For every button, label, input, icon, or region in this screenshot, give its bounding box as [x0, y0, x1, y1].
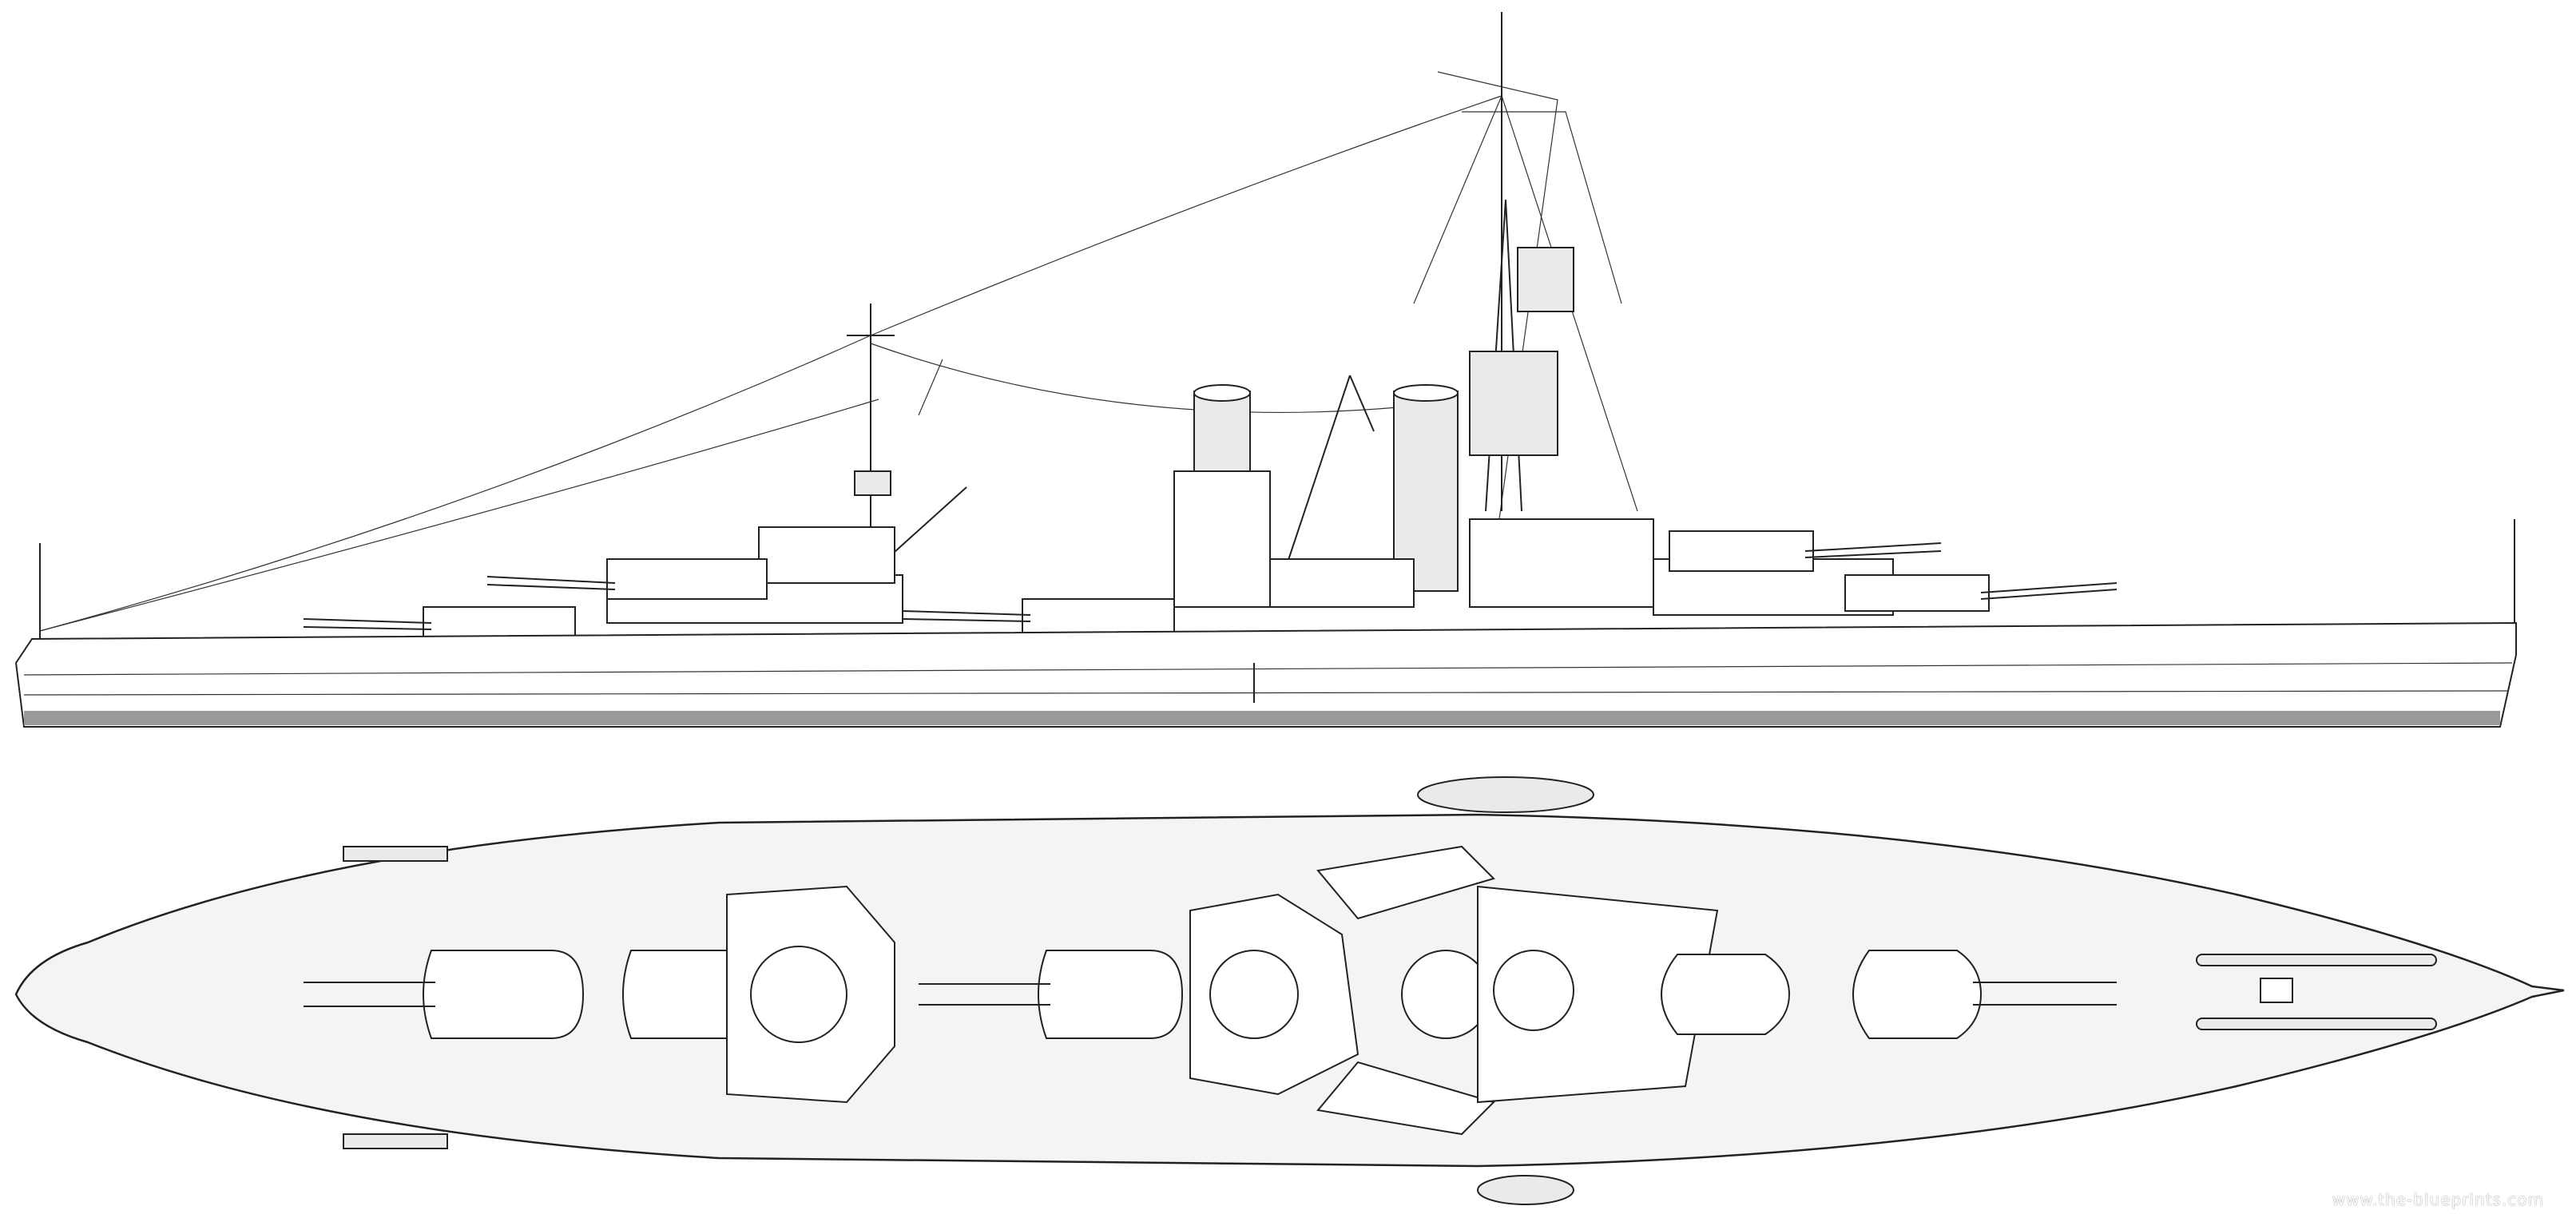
side-view: [14, 12, 2517, 728]
turret-a: [303, 606, 576, 640]
turret-x: [1669, 530, 1942, 572]
turret-q-plan: [919, 950, 1184, 1039]
armor-belt: [24, 711, 2500, 725]
top-view: [14, 776, 2565, 1205]
turret-y-plan: [1852, 950, 2117, 1039]
turret-x-plan: [1661, 954, 1791, 1035]
watermark: www.the-blueprints.com: [2332, 1190, 2544, 1209]
turret-b: [486, 558, 768, 600]
turret-q: [902, 598, 1175, 633]
hull-side: [14, 621, 2517, 728]
turret-a-plan: [304, 950, 585, 1039]
turret-y: [1844, 574, 2118, 612]
